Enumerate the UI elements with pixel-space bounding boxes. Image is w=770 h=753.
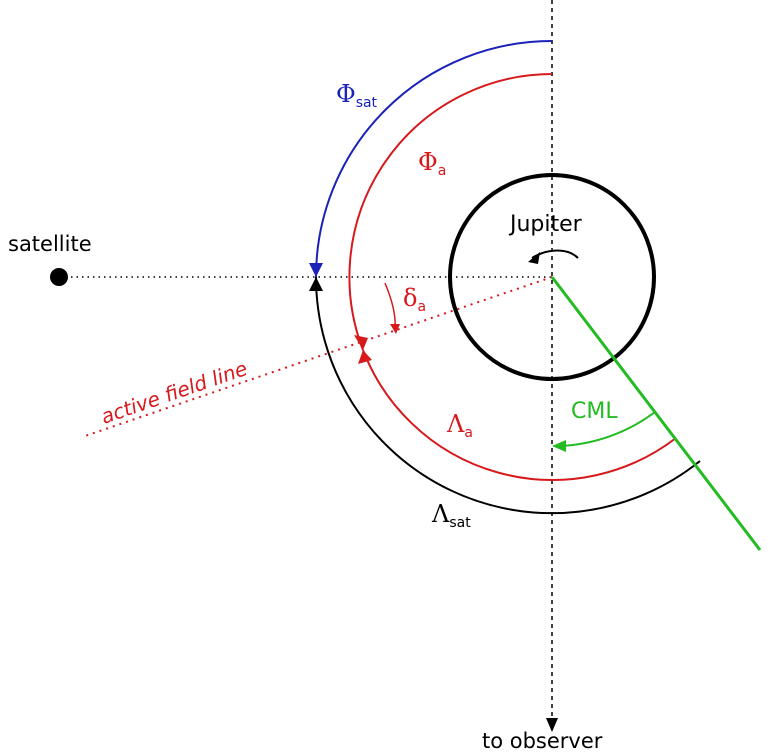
lambda-a-arc: [362, 349, 677, 481]
satellite-label: satellite: [8, 232, 92, 256]
delta-a-label: δa: [403, 284, 426, 315]
jupiter-circle: [448, 173, 656, 381]
jupiter-rotation-arrow-head: [528, 252, 540, 264]
lambda-sat-arrow-head: [309, 277, 323, 291]
active-field-line-label: active field line: [98, 356, 251, 429]
delta-a-arc: [384, 282, 396, 328]
cml-arc: [559, 411, 656, 447]
delta-a-arrow-head: [390, 324, 400, 334]
satellite-dot: [50, 268, 68, 286]
phi-a-arc: [348, 73, 553, 351]
jupiter-label: Jupiter: [508, 212, 583, 237]
to-observer-label: to observer: [482, 729, 603, 753]
active-field-line: [84, 276, 553, 437]
phi-a-arrow-head: [354, 335, 368, 350]
phi-a-label: Φa: [418, 148, 446, 179]
lambda-sat-arc: [315, 276, 701, 515]
cml-label: CML: [571, 399, 618, 424]
lambda-sat-label: Λsat: [431, 500, 471, 531]
lambda-a-arrow-head: [358, 350, 372, 364]
phi-sat-arrow-head: [309, 263, 323, 277]
phi-sat-label: Φsat: [336, 80, 378, 111]
observer-arrow-head: [546, 718, 558, 732]
cml-line: [550, 276, 762, 551]
phi-sat-arc: [315, 40, 553, 278]
lambda-a-label: Λa: [446, 410, 473, 441]
cml-arrow-head: [552, 440, 566, 452]
